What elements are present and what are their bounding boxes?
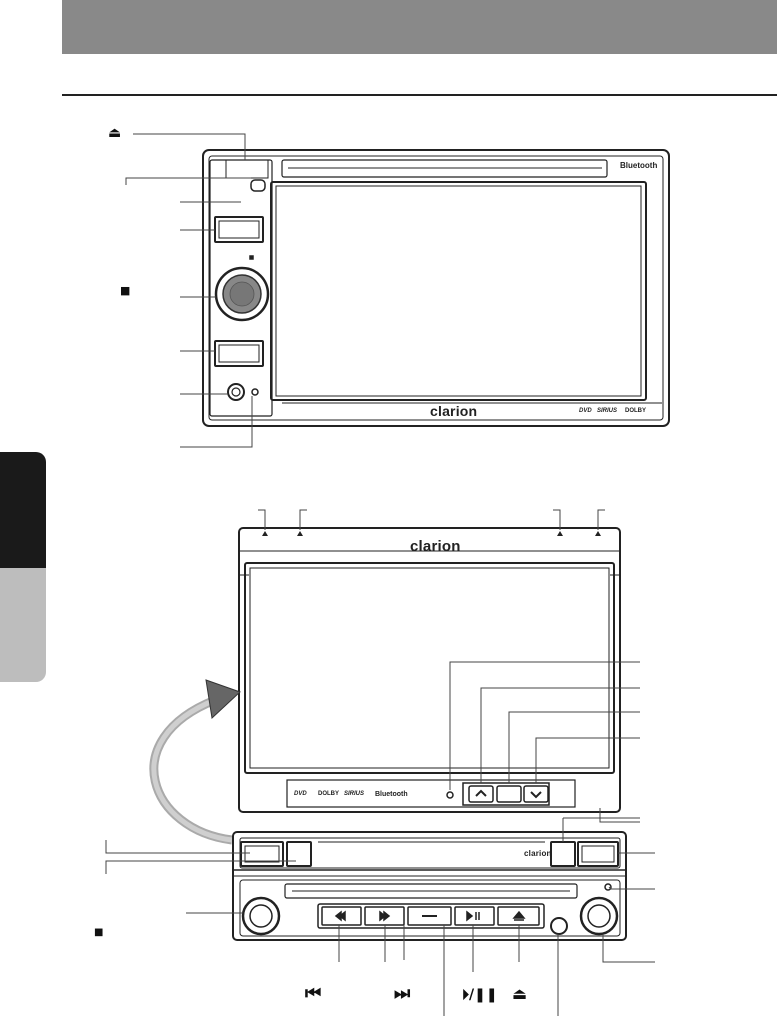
top-sensor-indicator (250, 179, 266, 192)
head-reset-hole (604, 883, 612, 891)
next-symbol-label: ⏭ (394, 983, 411, 1004)
head-leader-lines (105, 817, 655, 1016)
top-brand-logo: clarion (430, 403, 478, 419)
head-right-small-button (550, 841, 576, 867)
section-rule (62, 94, 777, 96)
play-pause-symbol-label: ⏵/❚❚ (462, 987, 498, 1003)
flip-arrow-head (205, 679, 241, 720)
top-bluetooth-label: Bluetooth (620, 161, 658, 170)
head-brand-small: clarion (524, 849, 552, 858)
monitor-brand-logo: clarion (410, 538, 461, 555)
monitor-pointer-arrows (262, 531, 601, 536)
top-disc-slot (281, 159, 608, 178)
top-aux-jack (227, 383, 245, 401)
head-mode-button (407, 906, 452, 926)
prev-symbol-label: ⏮ (305, 983, 322, 1004)
head-stop-symbol-label: ■ (94, 927, 104, 938)
flip-arrow-body (149, 695, 233, 845)
monitor-bluetooth-label: Bluetooth (375, 791, 408, 798)
top-sirius-logo: SIRIUS (597, 408, 618, 414)
monitor-sensor (446, 791, 454, 799)
top-unit-frame (202, 149, 670, 427)
top-reset-hole (251, 388, 259, 396)
monitor-dvd-logo: DVD (294, 791, 307, 797)
head-unit (232, 831, 627, 941)
monitor-frame (238, 527, 621, 813)
head-right-knob (579, 896, 619, 936)
top-lower-button (214, 340, 264, 367)
monitor-up-button (468, 785, 494, 803)
bottom-monitor (238, 527, 621, 813)
head-aux-jack (550, 917, 568, 935)
head-play-pause-button (454, 906, 495, 926)
top-stop-symbol-label: ■ (120, 284, 131, 297)
top-leader-lines (125, 133, 253, 448)
head-prev-button (321, 906, 362, 926)
head-left-knob (241, 896, 281, 936)
head-disc-slot (284, 883, 578, 899)
monitor-sirius-logo: SIRIUS (344, 791, 365, 797)
page-header-bar (62, 0, 777, 54)
top-volume-knob (214, 266, 270, 322)
monitor-bottom-strip (286, 779, 576, 808)
monitor-dolby-logo: DOLBY (318, 791, 339, 797)
side-tab-dark (0, 452, 46, 568)
top-screen (270, 181, 647, 401)
top-dolby-logo: DOLBY (625, 408, 646, 414)
top-unit (202, 149, 670, 427)
eject-symbol-label: ⏏ (108, 125, 122, 141)
monitor-leader-lines (258, 509, 640, 823)
top-dvd-logo: DVD (579, 408, 592, 414)
side-tab-light (0, 568, 46, 682)
head-left-button (240, 841, 284, 867)
monitor-screen (244, 562, 615, 774)
head-eject-symbol-label: ⏏ (512, 984, 528, 1003)
monitor-mid-button (496, 785, 522, 803)
head-unit-frame (232, 831, 627, 941)
monitor-down-button (523, 785, 549, 803)
head-left-small-button (286, 841, 312, 867)
head-right-button (577, 841, 619, 867)
